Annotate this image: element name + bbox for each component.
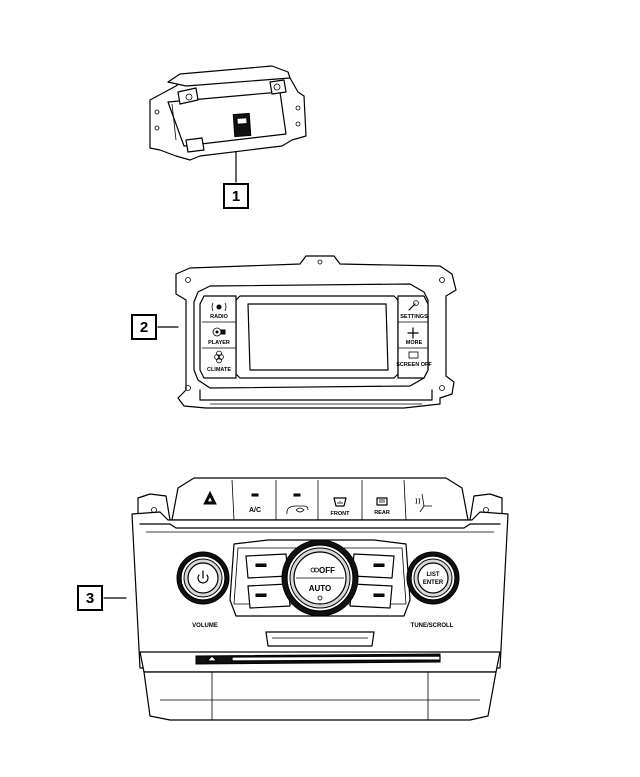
fan-icon	[310, 567, 319, 573]
list-label: LIST	[427, 572, 440, 578]
callout-1-number: 1	[232, 188, 240, 205]
tune-scroll-label: TUNE/SCROLL	[411, 623, 454, 629]
bezel-button-more[interactable]: MORE	[406, 327, 423, 346]
center-knob-off-label: OFF	[319, 566, 335, 575]
disc-icon	[212, 327, 226, 337]
callout-2-number: 2	[140, 319, 148, 336]
screen-icon	[408, 351, 419, 359]
bezel-button-settings-label: SETTINGS	[400, 314, 428, 320]
rear-defrost-button[interactable]: REAR	[374, 497, 390, 516]
fan-icon	[214, 350, 224, 364]
part-1-module	[149, 65, 307, 183]
bezel-button-climate[interactable]: CLIMATE	[207, 350, 231, 373]
bezel-button-radio[interactable]: RADIO	[210, 302, 229, 320]
volume-knob[interactable]	[176, 551, 230, 605]
bezel-button-screen-off[interactable]: SCREEN OFF	[396, 351, 432, 368]
rear-defrost-icon	[376, 497, 388, 506]
center-climate-knob[interactable]: OFF AUTO	[281, 539, 359, 617]
center-knob-auto-label: AUTO	[309, 584, 332, 593]
recirculation-icon	[286, 505, 309, 515]
recirculation-button[interactable]	[286, 493, 309, 515]
bezel-button-climate-label: CLIMATE	[207, 367, 231, 373]
bezel-button-player-label: PLAYER	[208, 340, 230, 346]
hazard-button[interactable]	[203, 490, 217, 505]
front-defrost-button[interactable]: FRONT	[331, 497, 351, 517]
wrench-icon	[408, 300, 419, 311]
bezel-button-screen-off-label: SCREEN OFF	[396, 362, 432, 368]
part-2-radio-bezel: RADIO PLAYER CLIMATE SE	[157, 255, 457, 409]
ac-button[interactable]: A/C	[249, 493, 261, 514]
bezel-button-settings[interactable]: SETTINGS	[400, 300, 428, 320]
heated-seat-button[interactable]	[415, 493, 432, 513]
front-defrost-label: FRONT	[331, 511, 351, 517]
plus-icon	[407, 327, 419, 339]
callout-3: 3	[77, 585, 103, 611]
ac-button-label: A/C	[249, 507, 261, 514]
rear-defrost-label: REAR	[374, 510, 390, 516]
eject-icon	[206, 655, 218, 662]
bezel-button-player[interactable]: PLAYER	[208, 327, 230, 346]
radio-icon	[211, 302, 227, 312]
bezel-button-radio-label: RADIO	[210, 314, 228, 320]
callout-1: 1	[223, 183, 249, 209]
power-icon	[197, 570, 209, 584]
part-3-climate-panel: A/C FRONT REAR	[103, 477, 509, 721]
tune-scroll-knob[interactable]: LIST ENTER	[406, 551, 460, 605]
callout-3-number: 3	[86, 590, 94, 607]
heated-seat-icon	[415, 493, 432, 513]
enter-label: ENTER	[423, 580, 444, 586]
callout-2: 2	[131, 314, 157, 340]
bezel-button-more-label: MORE	[406, 340, 423, 346]
ac-indicator	[251, 493, 259, 497]
volume-label: VOLUME	[192, 623, 218, 629]
